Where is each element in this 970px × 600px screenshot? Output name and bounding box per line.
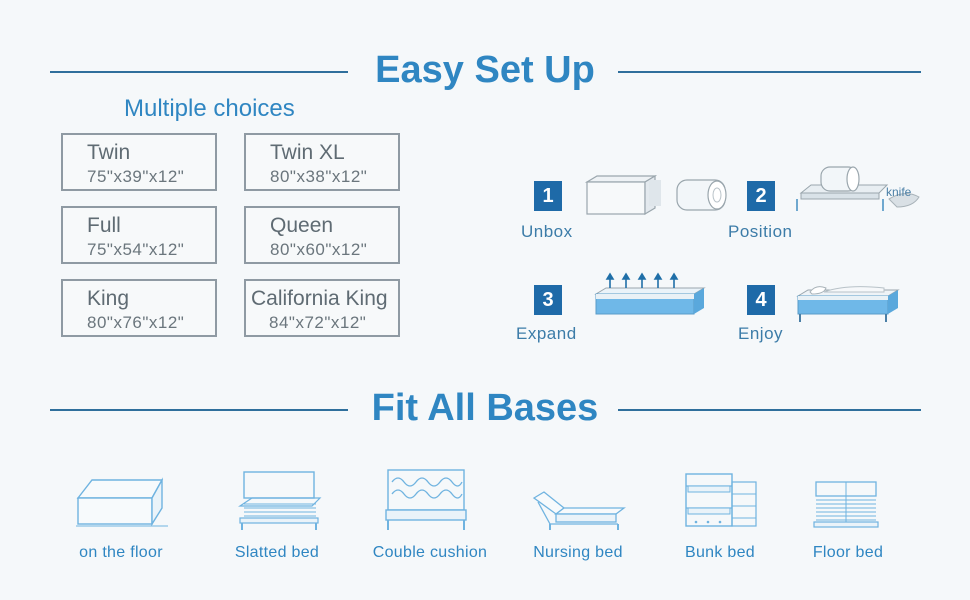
size-name: Full (87, 214, 121, 237)
size-dims: 84"x72"x12" (269, 313, 367, 332)
size-name: King (87, 287, 130, 310)
position-illustration (796, 166, 920, 211)
base-label-cushion: Couble cushion (372, 544, 488, 561)
size-dims: 80"x60"x12" (270, 240, 368, 259)
header-rule-left (50, 71, 348, 73)
size-dims: 80"x76"x12" (87, 313, 185, 332)
setup-title: Easy Set Up (375, 49, 595, 91)
size-name: Queen (270, 214, 334, 237)
size-name: Twin (87, 141, 131, 164)
bunk-bed-icon (685, 473, 757, 527)
unbox-illustration (584, 174, 727, 216)
size-dims: 80"x38"x12" (270, 167, 368, 186)
floor-bed-icon (813, 481, 879, 528)
size-name: Twin XL (270, 141, 345, 164)
base-label-slatted: Slatted bed (234, 544, 320, 561)
base-label-floor: on the floor (79, 544, 163, 561)
knife-label: knife (886, 185, 912, 199)
size-box-twin: Twin 75"x39"x12" (61, 133, 217, 191)
step-3-badge: 3 (534, 285, 562, 315)
step-2-badge: 2 (747, 181, 775, 211)
size-dims: 75"x39"x12" (87, 167, 185, 186)
double-cushion-icon (385, 469, 467, 530)
choices-subtitle: Multiple choices (124, 95, 295, 122)
size-box-queen: Queen 80"x60"x12" (244, 206, 400, 264)
slatted-bed-icon (238, 471, 322, 530)
expand-illustration (594, 272, 706, 315)
size-box-twin-xl: Twin XL 80"x38"x12" (244, 133, 400, 191)
size-box-california-king: California King 84"x72"x12" (244, 279, 400, 337)
size-dims: 75"x54"x12" (87, 240, 185, 259)
size-box-king: King 80"x76"x12" (61, 279, 217, 337)
step-4-badge: 4 (747, 285, 775, 315)
base-label-floor-bed: Floor bed (812, 544, 884, 561)
header-rule-right (618, 71, 921, 73)
step-4-label: Enjoy (738, 324, 784, 343)
floor-mattress-icon (76, 477, 168, 527)
step-1-label: Unbox (521, 222, 573, 241)
step-2-label: Position (728, 222, 793, 241)
bases-rule-right (618, 409, 921, 411)
bases-rule-left (50, 409, 348, 411)
nursing-bed-icon (532, 491, 626, 530)
step-3-label: Expand (516, 324, 577, 343)
bases-title: Fit All Bases (371, 387, 599, 429)
base-label-nursing: Nursing bed (533, 544, 623, 561)
step-1-badge: 1 (534, 181, 562, 211)
enjoy-illustration (796, 286, 900, 322)
base-label-bunk: Bunk bed (684, 544, 755, 561)
size-name: California King (251, 287, 388, 310)
size-box-full: Full 75"x54"x12" (61, 206, 217, 264)
